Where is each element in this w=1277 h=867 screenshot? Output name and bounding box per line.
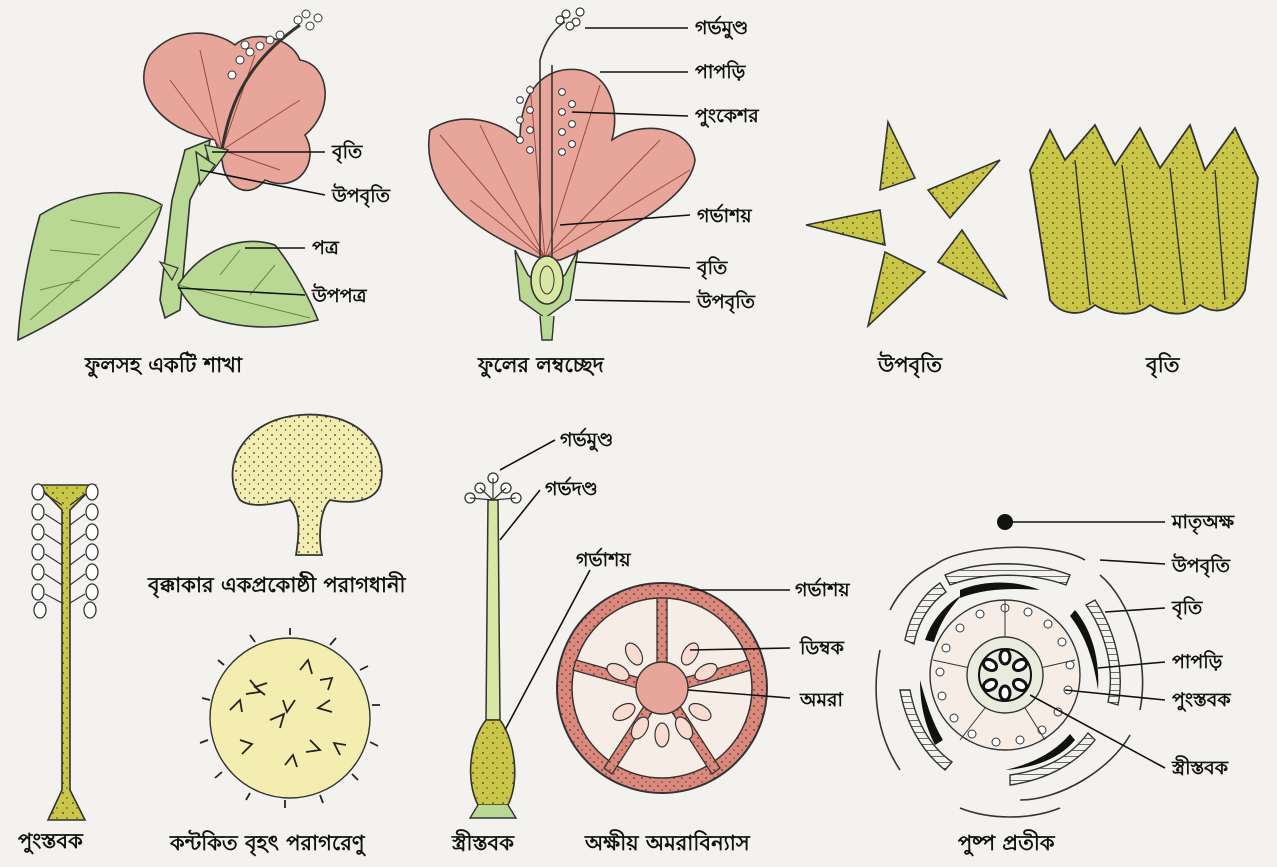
placentation-label-placenta: অমরা — [799, 689, 844, 711]
branch-leaf-left — [18, 193, 162, 340]
placentation-figure: গর্ভাশয় ডিম্বক অমরা অক্ষীয় অমরাবিন্যাস — [557, 577, 850, 855]
floral-label-androecium: পুংস্তবক — [1172, 689, 1231, 712]
longitudinal-section-figure: গর্ভমুণ্ড পাপড়ি পুংকেশর গর্ভাশয় বৃতি উ… — [429, 8, 761, 378]
placentation-caption: অক্ষীয় অমরাবিন্যাস — [584, 829, 751, 855]
gynoecium-label-stigma: গর্ভমুণ্ড — [560, 427, 613, 452]
epicalyx-bract-left — [806, 210, 885, 245]
section-ovary — [531, 256, 563, 304]
epicalyx-bract-right-top — [928, 160, 1000, 218]
placentation-label-ovary: গর্ভাশয় — [795, 577, 850, 601]
floral-label-mother-axis: মাতৃঅক্ষ — [1171, 511, 1235, 535]
androecium-figure: পুংস্তবক — [18, 484, 98, 854]
branch-label-leaf: পত্র — [312, 237, 340, 259]
section-label-stamen: পুংকেশর — [695, 105, 760, 128]
gynoecium-ovary — [471, 720, 515, 805]
section-label-petal: পাপড়ি — [695, 60, 747, 83]
pollen-grain — [210, 638, 370, 798]
section-label-epicalyx: উপবৃতি — [696, 289, 756, 314]
floral-mother-axis — [997, 514, 1013, 530]
epicalyx-figure: উপবৃতি — [806, 122, 1006, 379]
epicalyx-bract-top — [880, 122, 915, 190]
calyx-figure: বৃতি — [1030, 125, 1258, 379]
floral-label-calyx: বৃতি — [1171, 596, 1203, 620]
gynoecium-label-style: গর্ভদণ্ড — [545, 476, 598, 500]
section-label-stigma: গর্ভমুণ্ড — [695, 15, 748, 40]
branch-caption: ফুলসহ একটি শাখা — [84, 351, 243, 378]
branch-leaf-right — [178, 241, 318, 327]
calyx-caption: বৃতি — [1145, 352, 1181, 379]
placentation-placenta — [636, 662, 688, 714]
floral-caption: পুষ্প প্রতীক — [958, 829, 1056, 856]
anther-caption: বৃক্কাকার একপ্রকোষ্ঠী পরাগধানী — [147, 571, 406, 599]
branch-flower-petals — [144, 33, 325, 190]
floral-label-petal: পাপড়ি — [1172, 650, 1224, 673]
section-petals — [429, 69, 695, 260]
anther-body — [233, 415, 382, 555]
floral-label-gynoecium: স্ত্রীস্তবক — [1171, 755, 1229, 779]
floral-diagram-figure: মাতৃঅক্ষ উপবৃতি বৃতি পাপড়ি পুংস্তবক স্ত… — [876, 511, 1235, 856]
branch-figure: বৃতি উপবৃতি পত্র উপপত্র ফুলসহ একটি শাখা — [18, 10, 391, 378]
pollen-figure: কন্টকিত বৃহৎ পরাগরেণু — [169, 628, 380, 857]
branch-label-calyx: বৃতি — [331, 140, 363, 164]
gynoecium-label-ovary: গর্ভাশয় — [576, 547, 631, 571]
section-label-ovary: গর্ভাশয় — [697, 203, 752, 227]
pollen-caption: কন্টকিত বৃহৎ পরাগরেণু — [169, 829, 367, 857]
epicalyx-bract-right-bottom — [938, 230, 1006, 298]
section-stigma — [556, 8, 584, 30]
branch-label-stipule: উপপত্র — [311, 283, 368, 307]
androecium-caption: পুংস্তবক — [18, 829, 84, 854]
epicalyx-bract-bottom — [868, 252, 925, 326]
anther-figure: বৃক্কাকার একপ্রকোষ্ঠী পরাগধানী — [147, 415, 406, 600]
placentation-label-ovule: ডিম্বক — [799, 636, 845, 659]
branch-label-epicalyx: উপবৃতি — [331, 183, 391, 208]
gynoecium-style — [486, 500, 500, 720]
gynoecium-caption: স্ত্রীস্তবক — [451, 829, 515, 855]
section-caption: ফুলের লম্বচ্ছেদ — [477, 353, 605, 378]
floral-label-epicalyx: উপবৃতি — [1171, 553, 1231, 578]
epicalyx-caption: উপবৃতি — [877, 351, 943, 379]
section-label-calyx: বৃতি — [696, 256, 728, 280]
